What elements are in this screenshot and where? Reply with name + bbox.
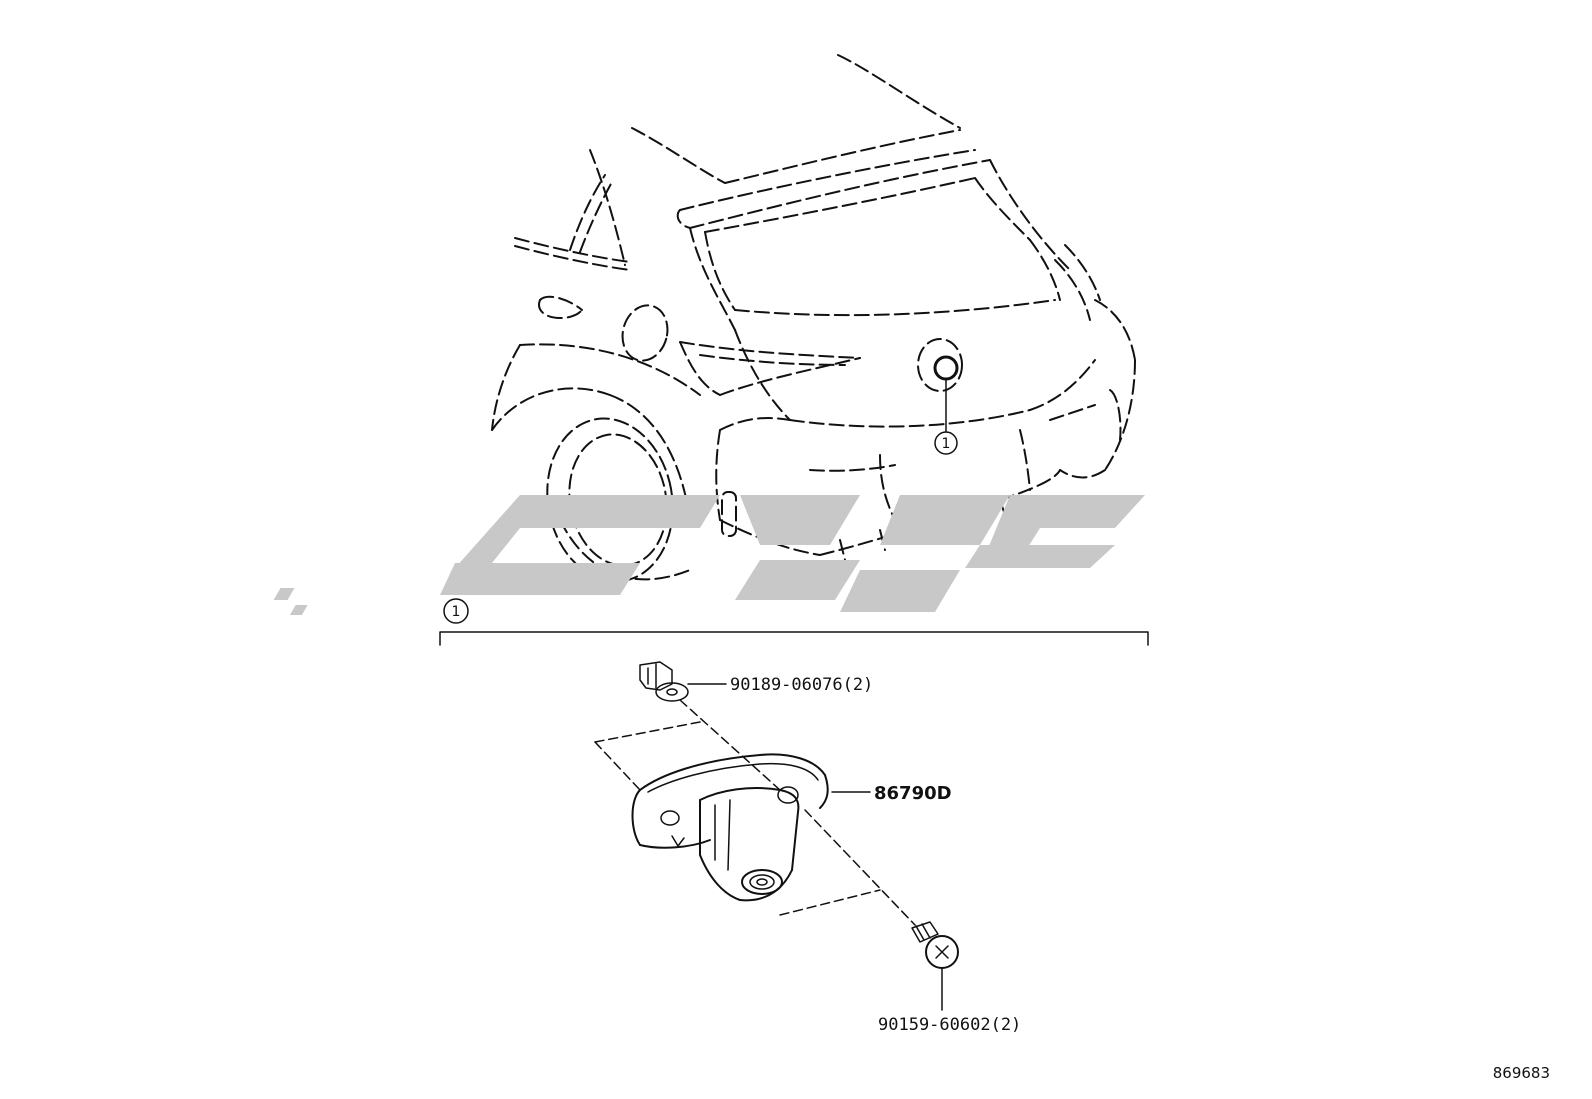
section-number: 1 (452, 604, 461, 620)
camera-location-marker: 1 (933, 355, 959, 455)
screw-part: 90159-60602(2) (878, 921, 1021, 1035)
section-bracket (439, 631, 1149, 646)
watermark-logo (273, 495, 1145, 615)
camera-part: 86790D (594, 721, 952, 926)
screw-part-label: 90159-60602(2) (878, 1015, 1021, 1035)
section-header: 1 (439, 598, 1149, 646)
section-circle (443, 598, 469, 624)
camera-part-label: 86790D (874, 783, 952, 804)
clip-part-label: 90189-06076(2) (730, 675, 873, 695)
diagram-reference-number: 869683 (1493, 1064, 1550, 1082)
callout-circle (934, 431, 958, 455)
clip-part: 90189-06076(2) (639, 661, 873, 791)
callout-number: 1 (942, 436, 951, 452)
